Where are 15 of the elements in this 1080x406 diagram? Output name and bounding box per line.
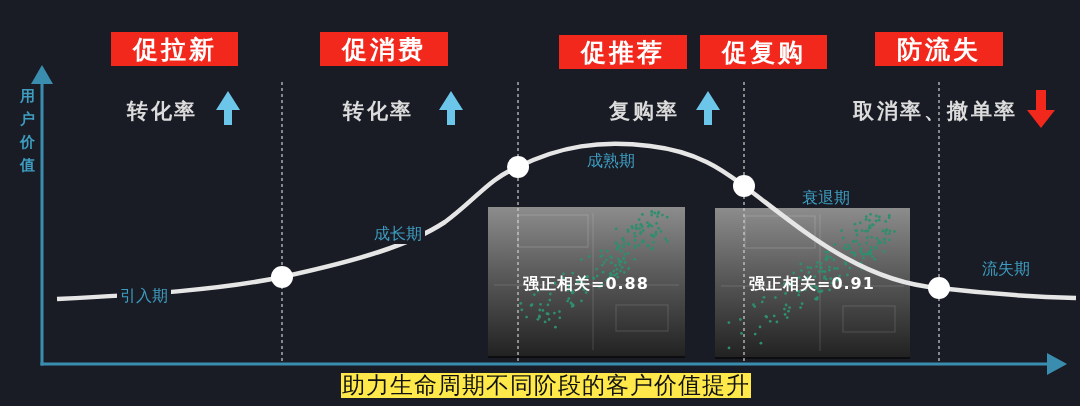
strategy-banner: 促复购 [700, 35, 827, 69]
strategy-banner: 防流失 [875, 32, 1003, 66]
correlation-label: 强正相关=0.88 [523, 274, 649, 295]
metric-label: 复购率 [609, 98, 680, 124]
stage-label: 成长期 [371, 224, 425, 244]
metric-label: 转化率 [343, 98, 414, 124]
stage-label: 引入期 [117, 286, 171, 306]
strategy-banner: 促推荐 [559, 35, 687, 69]
metric-label: 转化率 [127, 98, 198, 124]
correlation-label: 强正相关=0.91 [749, 274, 875, 295]
strategy-banner: 促拉新 [111, 32, 238, 66]
axis-title: 用户价值 [20, 86, 35, 176]
caption: 助力生命周期不同阶段的客户价值提升 [341, 373, 751, 398]
metric-label: 取消率、撤单率 [853, 98, 1018, 124]
strategy-banner: 促消费 [320, 32, 448, 66]
